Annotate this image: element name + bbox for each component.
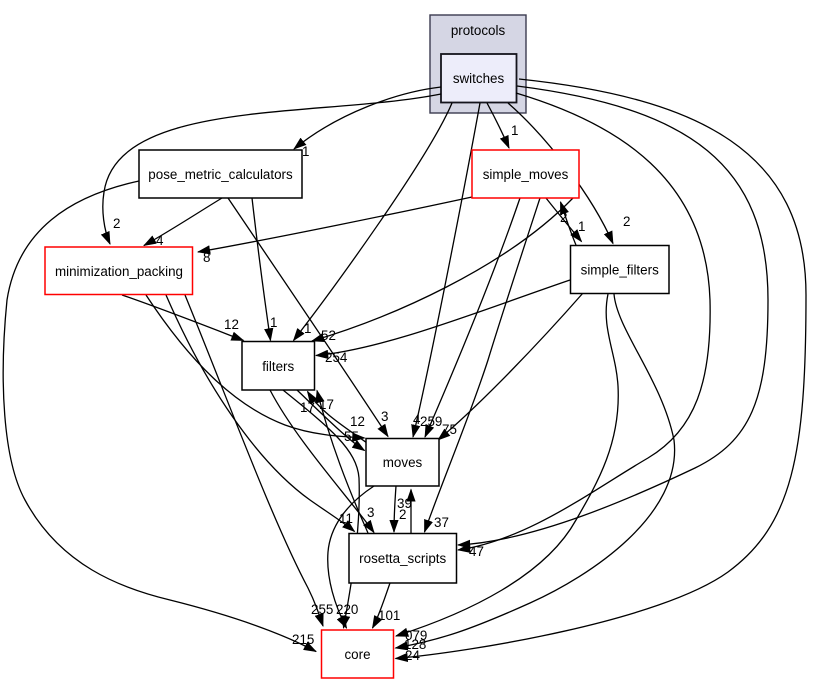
- svg-text:simple_moves: simple_moves: [483, 167, 569, 182]
- svg-text:39: 39: [397, 496, 412, 511]
- svg-text:37: 37: [434, 515, 449, 530]
- svg-text:75: 75: [442, 422, 457, 437]
- svg-text:215: 215: [292, 632, 314, 647]
- svg-text:220: 220: [336, 602, 358, 617]
- svg-text:52: 52: [321, 328, 336, 343]
- svg-text:pose_metric_calculators: pose_metric_calculators: [148, 167, 293, 182]
- svg-text:1: 1: [511, 123, 518, 138]
- svg-text:101: 101: [378, 608, 400, 623]
- svg-text:4: 4: [156, 233, 164, 248]
- svg-text:2: 2: [623, 214, 630, 229]
- svg-text:259: 259: [420, 414, 442, 429]
- svg-text:core: core: [344, 647, 370, 662]
- svg-text:minimization_packing: minimization_packing: [55, 264, 183, 279]
- svg-text:55: 55: [344, 429, 359, 444]
- svg-text:switches: switches: [453, 71, 505, 86]
- svg-text:protocols: protocols: [451, 23, 506, 38]
- svg-text:8: 8: [203, 250, 210, 265]
- svg-text:24: 24: [405, 648, 420, 663]
- svg-text:17: 17: [300, 400, 315, 415]
- svg-text:1: 1: [304, 321, 311, 336]
- svg-text:4: 4: [413, 412, 421, 427]
- svg-text:moves: moves: [383, 455, 423, 470]
- svg-text:1: 1: [270, 315, 277, 330]
- svg-text:17: 17: [319, 397, 334, 412]
- svg-text:12: 12: [224, 317, 239, 332]
- svg-text:12: 12: [350, 414, 365, 429]
- svg-text:rosetta_scripts: rosetta_scripts: [359, 551, 446, 566]
- svg-text:2: 2: [113, 216, 120, 231]
- svg-text:1: 1: [578, 219, 585, 234]
- svg-text:filters: filters: [262, 359, 294, 374]
- svg-text:11: 11: [339, 511, 353, 526]
- svg-text:254: 254: [325, 350, 348, 365]
- svg-text:2: 2: [399, 507, 406, 522]
- svg-text:079: 079: [405, 628, 427, 643]
- svg-text:1: 1: [302, 144, 309, 159]
- svg-text:2: 2: [560, 210, 567, 225]
- svg-text:simple_filters: simple_filters: [581, 263, 659, 278]
- svg-text:3: 3: [367, 505, 374, 520]
- svg-text:255: 255: [311, 602, 333, 617]
- svg-text:128: 128: [404, 637, 426, 652]
- svg-text:3: 3: [381, 409, 388, 424]
